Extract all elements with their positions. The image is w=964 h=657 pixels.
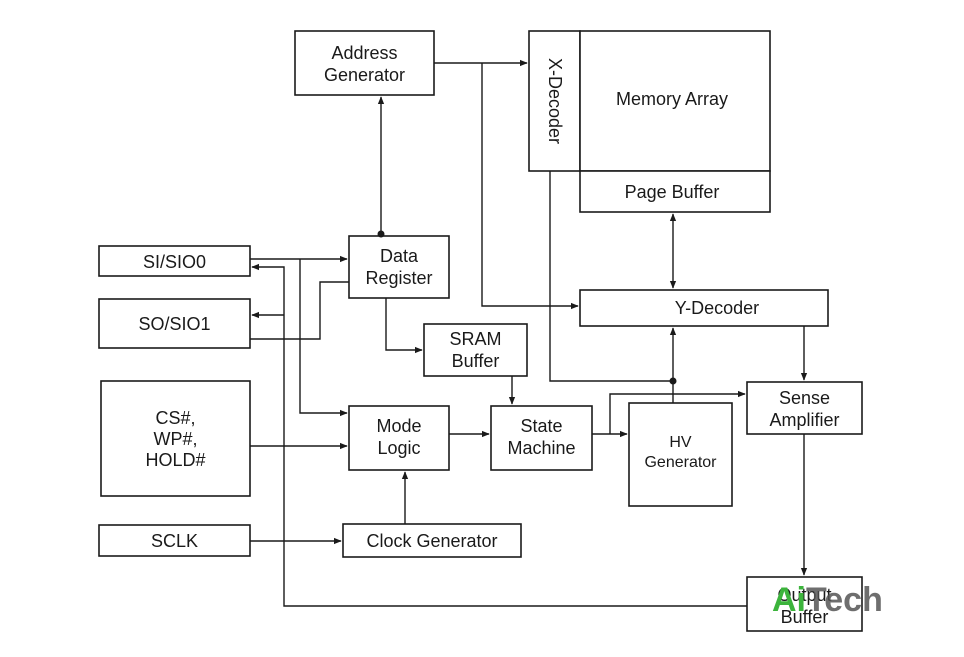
memory-array-label: Memory Array: [616, 89, 728, 109]
memory-array-block: Memory Array: [579, 30, 771, 172]
watermark-part-tech: Tech: [806, 581, 883, 619]
output-buffer-label-1: Output: [777, 585, 831, 605]
x-decoder-block: X-Decoder: [528, 30, 581, 172]
control-pins-label-3: HOLD#: [145, 450, 205, 470]
address-generator-label-2: Generator: [324, 65, 405, 85]
page-buffer-label: Page Buffer: [625, 182, 720, 202]
statemachine-to-senseamp-arrow: [609, 390, 746, 434]
clock-generator-label: Clock Generator: [366, 531, 497, 551]
data-register-block: Data Register: [348, 235, 450, 299]
junction-dot: [377, 230, 385, 238]
y-decoder-label: Y-Decoder: [675, 298, 759, 318]
output-buffer-block: Output Buffer: [746, 576, 863, 632]
so-sio1-label: SO/SIO1: [138, 314, 210, 334]
sense-amplifier-label-1: Sense: [779, 388, 830, 408]
svg-text:AiTech: AiTech: [772, 581, 883, 619]
datareg-to-sram-arrow: [385, 298, 423, 354]
control-pins-label-1: CS#,: [155, 408, 195, 428]
data-register-label-2: Register: [365, 268, 432, 288]
state-machine-label-1: State: [520, 416, 562, 436]
x-decoder-label: X-Decoder: [545, 58, 565, 144]
sram-buffer-label-2: Buffer: [452, 351, 500, 371]
mode-logic-label-1: Mode: [376, 416, 421, 436]
sram-buffer-label-1: SRAM: [449, 329, 501, 349]
state-machine-label-2: Machine: [507, 438, 575, 458]
hv-generator-block: HV Generator: [628, 402, 733, 507]
mode-logic-block: Mode Logic: [348, 405, 450, 471]
si-sio0-block: SI/SIO0: [98, 245, 251, 277]
address-generator-label-1: Address: [331, 43, 397, 63]
sclk-block: SCLK: [98, 524, 251, 557]
address-generator-block: Address Generator: [294, 30, 435, 96]
hv-generator-label-2: Generator: [644, 454, 717, 471]
mode-logic-label-2: Logic: [377, 438, 420, 458]
aitech-watermark: AiTech: [772, 581, 883, 619]
data-register-label-1: Data: [380, 246, 419, 266]
outbuffer-to-si-arrow: [251, 263, 747, 607]
xdecoder-hv-line: [549, 171, 673, 382]
so-sio1-block: SO/SIO1: [98, 298, 251, 349]
connection-lines: [250, 59, 808, 607]
control-pins-block: CS#, WP#, HOLD#: [100, 380, 251, 497]
control-pins-label-2: WP#,: [153, 429, 197, 449]
si-to-modelogic-arrow: [299, 259, 348, 417]
output-buffer-label-2: Buffer: [781, 607, 829, 627]
watermark-part-ai: Ai: [772, 581, 806, 619]
y-decoder-block: Y-Decoder: [579, 289, 829, 327]
page-buffer-block: Page Buffer: [579, 170, 771, 213]
clock-generator-block: Clock Generator: [342, 523, 522, 558]
sram-buffer-block: SRAM Buffer: [423, 323, 528, 377]
datareg-so-line: [250, 281, 349, 340]
state-machine-block: State Machine: [490, 405, 593, 471]
hv-generator-label-1: HV: [669, 434, 692, 451]
sense-amplifier-label-2: Amplifier: [769, 410, 839, 430]
sclk-label: SCLK: [151, 531, 198, 551]
addrgen-to-ydecoder-arrow: [481, 63, 579, 310]
sense-amplifier-block: Sense Amplifier: [746, 381, 863, 435]
junction-dot: [669, 377, 677, 385]
si-sio0-label: SI/SIO0: [143, 252, 206, 272]
